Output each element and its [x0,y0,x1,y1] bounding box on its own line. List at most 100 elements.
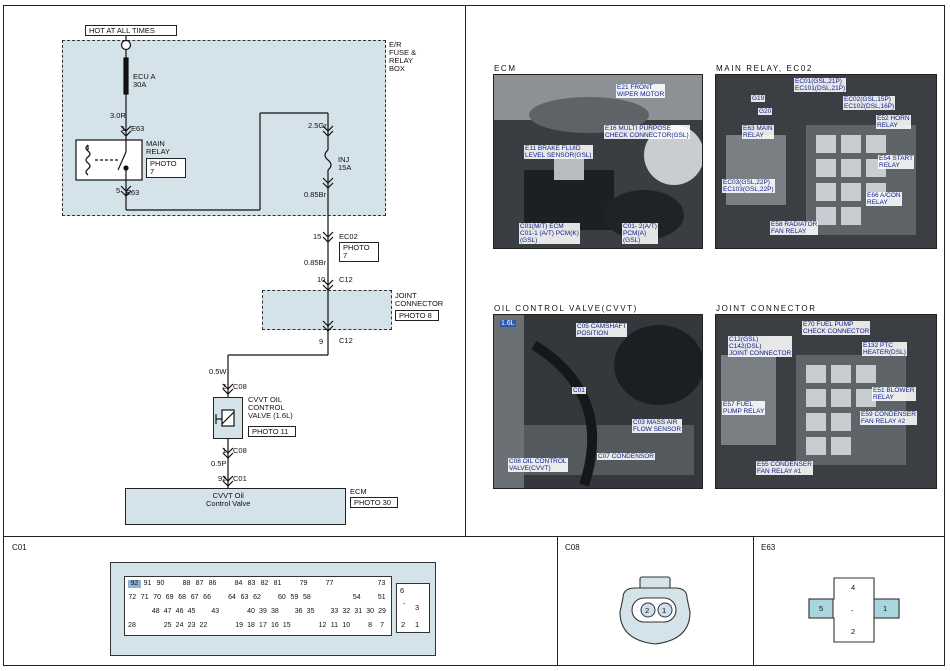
ecm-photo-label-c01-2: C01- 2(A/T) PCM(A) (GSL) [622,223,658,244]
pin-9-label: 9 [319,337,324,346]
joint-label-c12: C12(GSL) C142(DSL) JOINT CONNECTOR [728,336,793,357]
c01-pin: 90 [156,580,165,587]
oil-control-label-c05: C05 CAMSHAFT POSITION [576,323,628,337]
wire-0-85br-b-label: 0.85Br [304,258,327,267]
pin-10-label: 10 [317,275,326,284]
photo-30-box: PHOTO 30 [350,497,398,508]
c01-pin: 7 [380,622,384,629]
c01-pin: 12 [318,622,327,629]
c01-pin: 36 [294,608,303,615]
main-relay-label-e66: E66 A/CON RELAY [866,192,902,206]
c01-pin: 8 [368,622,373,629]
c01-pin: 63 [240,594,249,601]
ecm-photo-label-e16: E16 MULTI PURPOSE CHECK CONNECTOR(GSL) [604,125,690,139]
c01-pin: 70 [153,594,162,601]
c01-pin: 83 [247,580,256,587]
divider-vertical-c08 [557,536,558,666]
c01-pin: 16 [270,622,279,629]
main-relay-photo: EC01(GSL,21P) EC101(DSL,21P) G19 G20 EC0… [715,74,937,249]
oil-control-photo: 1.6L C05 CAMSHAFT POSITION C01 C03 MASS … [493,314,703,489]
er-box-label: E/R FUSE & RELAY BOX [389,40,417,73]
c01-pin: 22 [199,622,208,629]
c01-side-pin-dash: - [403,599,406,608]
c01-pin: 67 [190,594,199,601]
c01-pin: 72 [128,594,137,601]
c01-pin: 88 [182,580,191,587]
c01-pin: 87 [195,580,204,587]
c01-label: C01 [233,474,247,483]
c01-pin: 11 [330,622,339,629]
joint-label-e132: E132 PTC HEATER(DSL) [862,342,907,356]
joint-connector-label: JOINT CONNECTOR [395,291,444,308]
photo-8-box: PHOTO 8 [395,310,439,321]
e63-bottom-label: E63 [126,188,140,197]
c01-pin: 60 [278,594,286,601]
c01-pin: 40 [247,608,255,615]
wire-3-0r-label: 3.0R [110,111,126,120]
c01-pin: 77 [325,580,334,587]
e63-pin-dash: - [851,606,854,615]
c01-pin: 29 [378,608,386,615]
c01-pin: 81 [273,580,282,587]
c01-pin: 46 [175,608,184,615]
pin-92-label: 92 [218,474,227,483]
main-relay-photo-title: MAIN RELAY, EC02 [716,64,813,73]
c01-pin: 69 [165,594,174,601]
c01-pin: 30 [366,608,375,615]
oil-control-label-1-6l: 1.6L [500,320,516,327]
c01-pin-block [124,576,392,636]
ec02-label: EC02 [339,232,358,241]
pin-2-label: 2 [222,382,227,391]
c01-side-block [396,583,430,633]
ecm-photo-label-e11: E11 BRAKE FLUID LEVEL SENSOR(GSL) [524,145,593,159]
ecu-fuse-label: ECU A 30A [133,72,156,89]
e63-connector-title: E63 [761,543,776,552]
oil-control-label-c07: C07 CONDENSOR [597,453,655,460]
c01-pin: 17 [259,622,267,629]
c01-side-pin-3: 3 [415,603,420,612]
c01-pin: 59 [290,594,299,601]
c01-side-pin-2: 2 [401,620,406,629]
photo-11-box: PHOTO 11 [248,426,296,437]
ecm-box-text: CVVT Oil Control Valve [206,491,251,508]
pin-1-c08-label: 1 [222,446,227,455]
c01-pin: 64 [228,594,236,601]
e63-pin-1: 1 [883,604,888,613]
wire-0-5p-label: 0.5P [211,459,227,468]
main-relay-label-e58: E58 RADIATOR FAN RELAY [770,221,819,235]
c01-pin: 58 [302,594,311,601]
oil-control-label-c03: C03 MASS AIR FLOW SENSOR [632,419,683,433]
c01-pin: 23 [187,622,196,629]
wire-0-85br-a-label: 0.85Br [304,190,327,199]
hot-at-all-times-label: HOT AT ALL TIMES [85,25,177,36]
ecm-label: ECM [350,487,367,496]
main-relay-label-e63: E63 MAIN RELAY [742,125,774,139]
c01-pin: 84 [234,580,243,587]
main-relay-label-g19: G19 [751,95,766,102]
wire-0-5w-label: 0.5W [209,367,227,376]
main-relay-label-g20: G20 [758,108,773,115]
c01-pin: 35 [306,608,315,615]
ecm-photo-label-c01: C01(M/T) ECM C01-1 (A/T) PCM(K) (GSL) [519,223,580,244]
c01-pin: 73 [377,580,386,587]
inj-fuse-label: INJ 15A [338,155,352,172]
c01-connector-title: C01 [12,543,27,552]
photo-7-box-b: PHOTO 7 [339,242,379,262]
c01-pin: 48 [151,608,160,615]
c01-pin: 15 [282,622,291,629]
c01-pin: 86 [208,580,217,587]
c01-pin: 54 [352,594,361,601]
main-relay-label-e54: E54 START RELAY [878,155,915,169]
c01-pin: 79 [299,580,308,587]
c01-pin: 62 [253,594,261,601]
main-relay-label-ec03: EC03(GSL,22P) EC103(GSL,22P) [722,179,775,193]
joint-label-e70: E70 FUEL PUMP CHECK CONNECTOR [802,321,871,335]
joint-label-e55: E55 CONDENSER FAN RELAY #1 [756,461,813,475]
e63-pin-4: 4 [851,583,856,592]
main-relay-label: MAIN RELAY [146,139,171,156]
cvvt-valve-label: CVVT OIL CONTROL VALVE (1.6L) [248,395,293,420]
e63-pin-5: 5 [819,604,824,613]
c01-pin: 31 [354,608,363,615]
c01-pin: 47 [163,608,172,615]
c01-pin: 19 [235,622,244,629]
